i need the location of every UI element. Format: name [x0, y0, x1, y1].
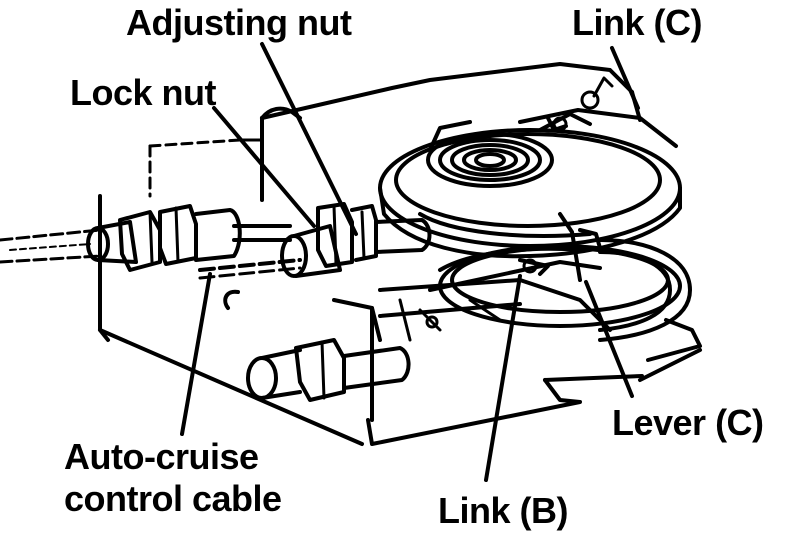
leader-lines [180, 42, 640, 482]
lever-c-label: Lever (C) [612, 402, 764, 443]
upper-cam-pulley [378, 76, 682, 259]
lock-nut-label: Lock nut [70, 72, 217, 113]
adjusting-nut-label: Adjusting nut [126, 2, 352, 43]
link-b-label: Link (B) [438, 490, 568, 531]
lower-cam-pulley [428, 212, 692, 342]
auto-cruise-cable-label-line1: Auto-cruise [64, 436, 259, 477]
lower-stud [246, 338, 411, 402]
cruise-cable-assembly [0, 202, 432, 310]
auto-cruise-cable-label: Auto-cruise control cable [64, 436, 282, 520]
auto-cruise-cable-label-line2: control cable [64, 478, 282, 519]
link-c-label: Link (C) [572, 2, 702, 43]
